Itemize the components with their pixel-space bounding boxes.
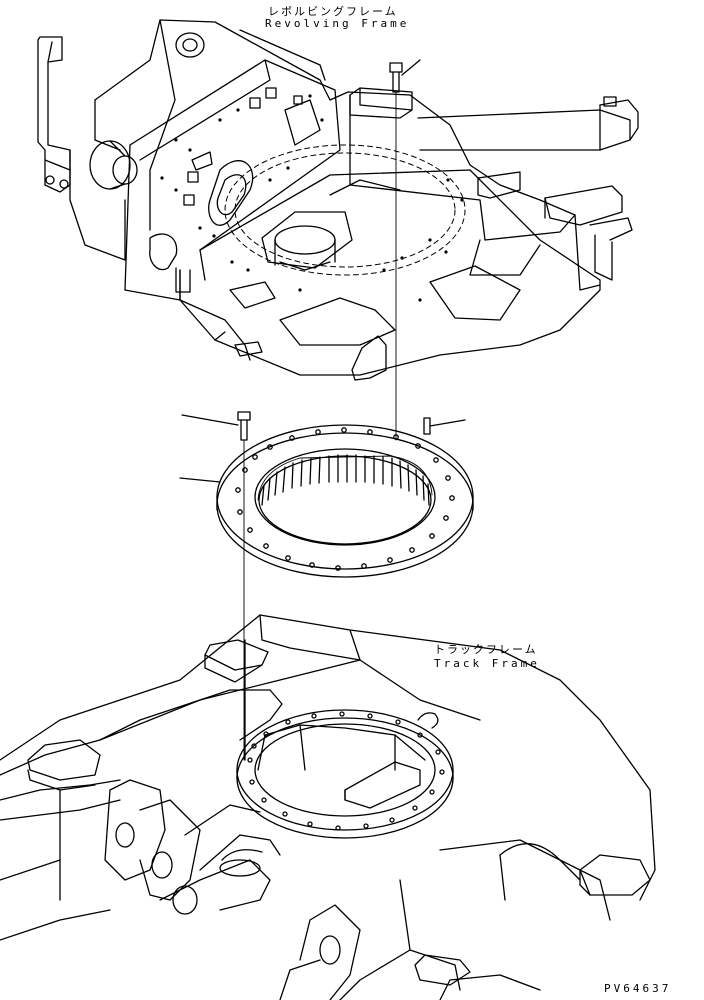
swing-circle [179,411,474,761]
revolving-frame [37,19,639,441]
track-frame [0,614,656,1000]
revolving-frame-label-jp: レボルビングフレーム [268,5,398,18]
gear-teeth [261,454,430,506]
mount-holes [247,711,445,831]
track-frame-label: Track Frame [434,657,540,670]
ring-holes [235,427,455,571]
track-frame-label-jp: トラックフレーム [434,643,538,656]
drawing-code: PV64637 [604,982,672,995]
revolving-frame-label: Revolving Frame [265,17,410,30]
frame-holes [160,94,464,302]
